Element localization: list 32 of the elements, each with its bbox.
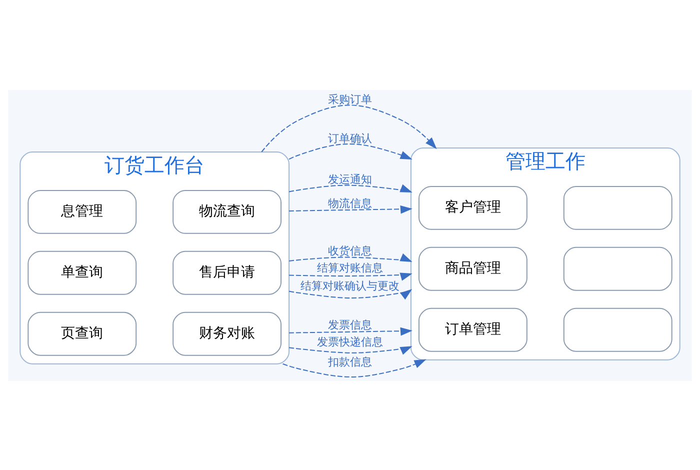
edge-label: 结算对账信息 — [317, 261, 383, 274]
node-box: 息管理 — [28, 189, 137, 234]
edge-label: 发运通知 — [328, 172, 372, 186]
arrow — [288, 142, 412, 160]
node-box — [563, 246, 672, 290]
arrow — [288, 252, 412, 262]
node-box — [563, 307, 672, 352]
node-box: 物流查询 — [172, 189, 282, 234]
edge-label: 收货信息 — [328, 244, 372, 258]
edge-label: 发票快递信息 — [317, 335, 383, 348]
node-box: 售后申请 — [172, 250, 282, 294]
arrow — [288, 204, 412, 214]
edge-label: 物流信息 — [328, 196, 372, 210]
node-box: 客户管理 — [418, 185, 528, 230]
edge-label: 采购订单 — [328, 92, 372, 106]
node-box: 商品管理 — [418, 246, 528, 290]
arrow — [261, 104, 437, 152]
edge-label: 发票信息 — [328, 318, 372, 332]
arrow — [288, 288, 412, 300]
edge-label: 扣款信息 — [328, 355, 372, 368]
node-box: 财务对账 — [172, 311, 282, 356]
node-box — [563, 185, 672, 230]
node-box: 订单管理 — [418, 307, 528, 352]
arrow — [288, 326, 412, 336]
node-box: 单查询 — [28, 250, 137, 294]
arrow — [288, 184, 412, 192]
edge-label: 结算对账确认与更改 — [300, 279, 400, 292]
edge-label: 订单确认 — [328, 131, 372, 144]
arrow — [288, 346, 412, 354]
arrow — [282, 358, 426, 377]
arrow — [288, 272, 412, 280]
node-box: 页查询 — [28, 311, 137, 356]
